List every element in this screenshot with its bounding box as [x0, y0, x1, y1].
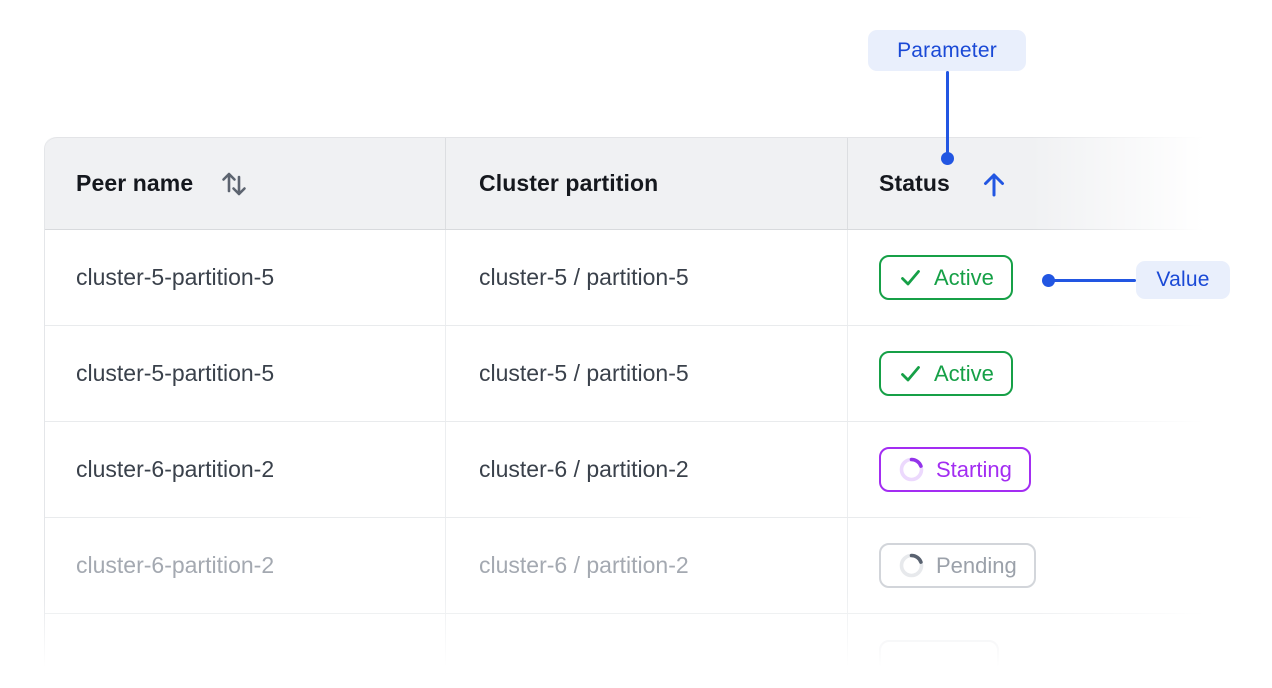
cell-status [848, 614, 1272, 688]
cell-cluster-partition: cluster-6 / partition-2 [446, 518, 848, 613]
table-header: Peer name Cluster partition Status [45, 137, 1272, 230]
sort-arrows-icon[interactable] [219, 167, 249, 201]
status-badge-starting: Starting [879, 447, 1031, 492]
table-row: cluster-5-partition-5 cluster-5 / partit… [45, 326, 1272, 422]
cell-peer-name: cluster-6-partition-2 [45, 518, 446, 613]
column-label: Status [879, 170, 950, 196]
cell-cluster-partition: cluster-6 / partition-2 [446, 422, 848, 517]
column-header-cluster-partition[interactable]: Cluster partition [446, 138, 848, 229]
cell-peer-name [45, 614, 446, 688]
status-badge-active: Active [879, 255, 1013, 300]
parameter-callout-badge: Parameter [868, 30, 1026, 71]
status-badge-pending: Pending [879, 543, 1036, 588]
table-row: cluster-6-partition-2 cluster-6 / partit… [45, 518, 1272, 614]
status-label: Active [934, 264, 994, 290]
arrow-up-icon[interactable] [980, 169, 1008, 199]
cell-peer-name: cluster-5-partition-5 [45, 326, 446, 421]
column-header-status[interactable]: Status [848, 138, 1272, 229]
status-label: Pending [936, 552, 1017, 578]
cell-status: Starting [848, 422, 1272, 517]
status-label: Starting [936, 456, 1012, 482]
cell-cluster-partition: cluster-5 / partition-5 [446, 230, 848, 325]
spinner-icon [898, 552, 925, 579]
table-row [45, 614, 1272, 688]
peers-table: Peer name Cluster partition Status [44, 137, 1272, 688]
check-icon [898, 361, 923, 386]
table-row: cluster-5-partition-5 cluster-5 / partit… [45, 230, 1272, 326]
cell-peer-name: cluster-5-partition-5 [45, 230, 446, 325]
status-badge-active: Active [879, 351, 1013, 396]
column-label: Peer name [76, 170, 194, 196]
check-icon [898, 265, 923, 290]
spinner-icon [898, 456, 925, 483]
status-label: Active [934, 360, 994, 386]
column-label: Cluster partition [479, 170, 659, 196]
cell-peer-name: cluster-6-partition-2 [45, 422, 446, 517]
cell-status: Active [848, 230, 1272, 325]
cell-cluster-partition [446, 614, 848, 688]
cell-status: Pending [848, 518, 1272, 613]
table-row: cluster-6-partition-2 cluster-6 / partit… [45, 422, 1272, 518]
cell-status: Active [848, 326, 1272, 421]
column-header-peer-name[interactable]: Peer name [45, 138, 446, 229]
cell-cluster-partition: cluster-5 / partition-5 [446, 326, 848, 421]
status-badge [879, 640, 999, 680]
